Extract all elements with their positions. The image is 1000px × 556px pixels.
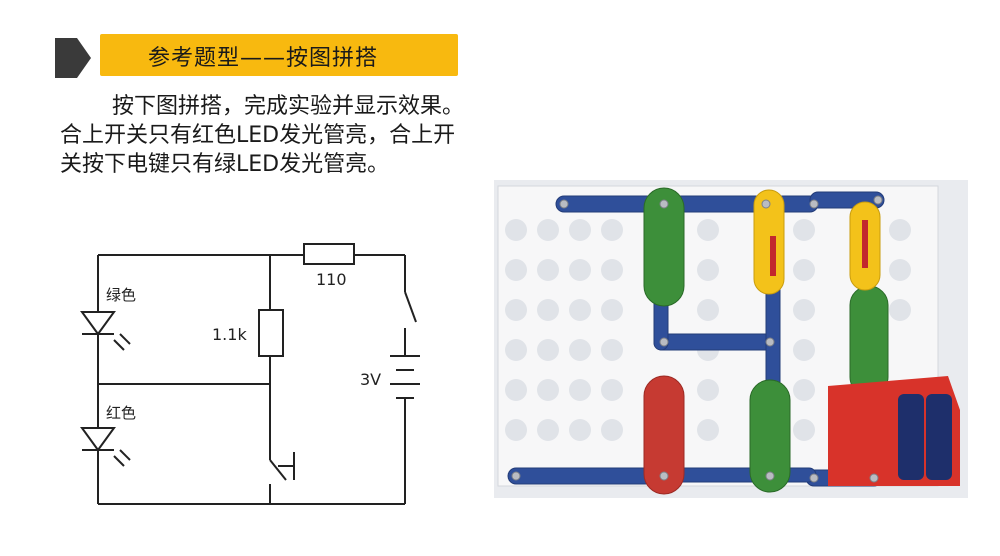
red-led-label: 红色 bbox=[106, 404, 136, 422]
page-title: 参考题型——按图拼搭 bbox=[148, 46, 379, 71]
resistor-1k1-label: 1.1k bbox=[212, 325, 247, 344]
instruction-text: 按下图拼搭，完成实验并显示效果。合上开关只有红色LED发光管亮，合上开关按下电键… bbox=[60, 94, 465, 177]
resistor-110-label: 110 bbox=[316, 270, 347, 289]
instruction-paragraph: 按下图拼搭，完成实验并显示效果。合上开关只有红色LED发光管亮，合上开关按下电键… bbox=[60, 92, 470, 179]
breadboard-photo bbox=[494, 180, 968, 498]
battery-label: 3V bbox=[360, 370, 381, 389]
title-banner: 参考题型——按图拼搭 bbox=[100, 34, 458, 76]
circuit-schematic: 绿色 红色 1.1k 110 3V bbox=[60, 230, 440, 524]
green-led-label: 绿色 bbox=[106, 286, 136, 304]
